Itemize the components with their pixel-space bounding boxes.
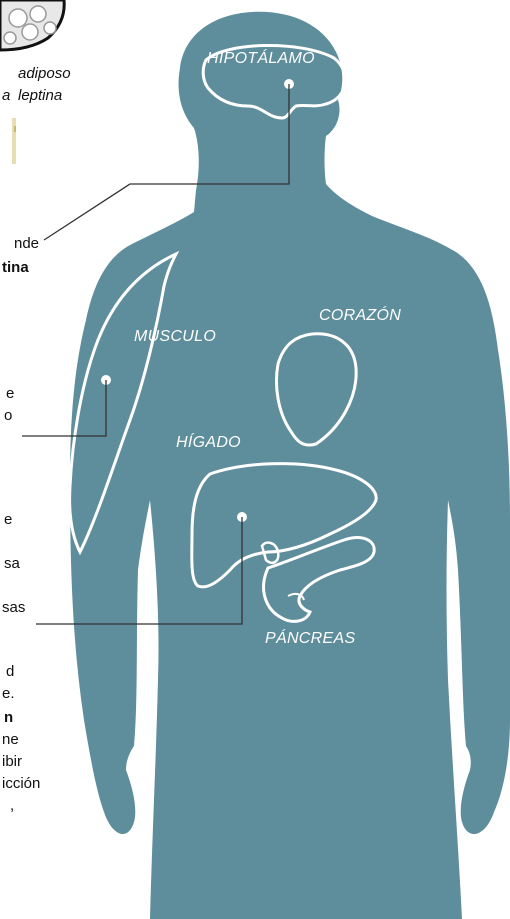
- caption-line-2a: a: [2, 87, 10, 104]
- caption-line-2b: leptina: [18, 87, 62, 104]
- caption-line-1: adiposo: [18, 65, 71, 82]
- side-text-liver-2: sa: [4, 555, 21, 572]
- side-text-pancreas-5: ibir: [2, 753, 22, 770]
- side-text-muscle-1: e: [6, 385, 14, 402]
- side-text-hypo-2: tina: [2, 259, 29, 276]
- body-silhouette: [70, 12, 510, 919]
- side-text-pancreas-1: d: [6, 663, 14, 680]
- label-hypothalamus: HIPOTÁLAMO: [207, 48, 315, 67]
- label-muscle: MÚSCULO: [134, 326, 216, 345]
- side-text-pancreas-4: ne: [2, 731, 19, 748]
- label-heart: CORAZÓN: [319, 305, 401, 324]
- side-text-muscle-2: o: [4, 407, 12, 424]
- side-text-liver-3: sas: [2, 599, 25, 616]
- side-text-pancreas-3: n: [4, 709, 13, 726]
- leptin-icon: [12, 118, 16, 164]
- side-text-pancreas-2: e.: [2, 685, 15, 702]
- side-text-pancreas-6: icción: [2, 775, 40, 792]
- side-text-pancreas-7: ,: [10, 797, 14, 814]
- side-text-hypo-1: nde: [14, 235, 39, 252]
- adipose-tissue-illustration: [0, 0, 64, 50]
- label-pancreas: PÁNCREAS: [265, 628, 355, 647]
- side-text-liver-1: e: [4, 511, 12, 528]
- label-liver: HÍGADO: [176, 432, 241, 451]
